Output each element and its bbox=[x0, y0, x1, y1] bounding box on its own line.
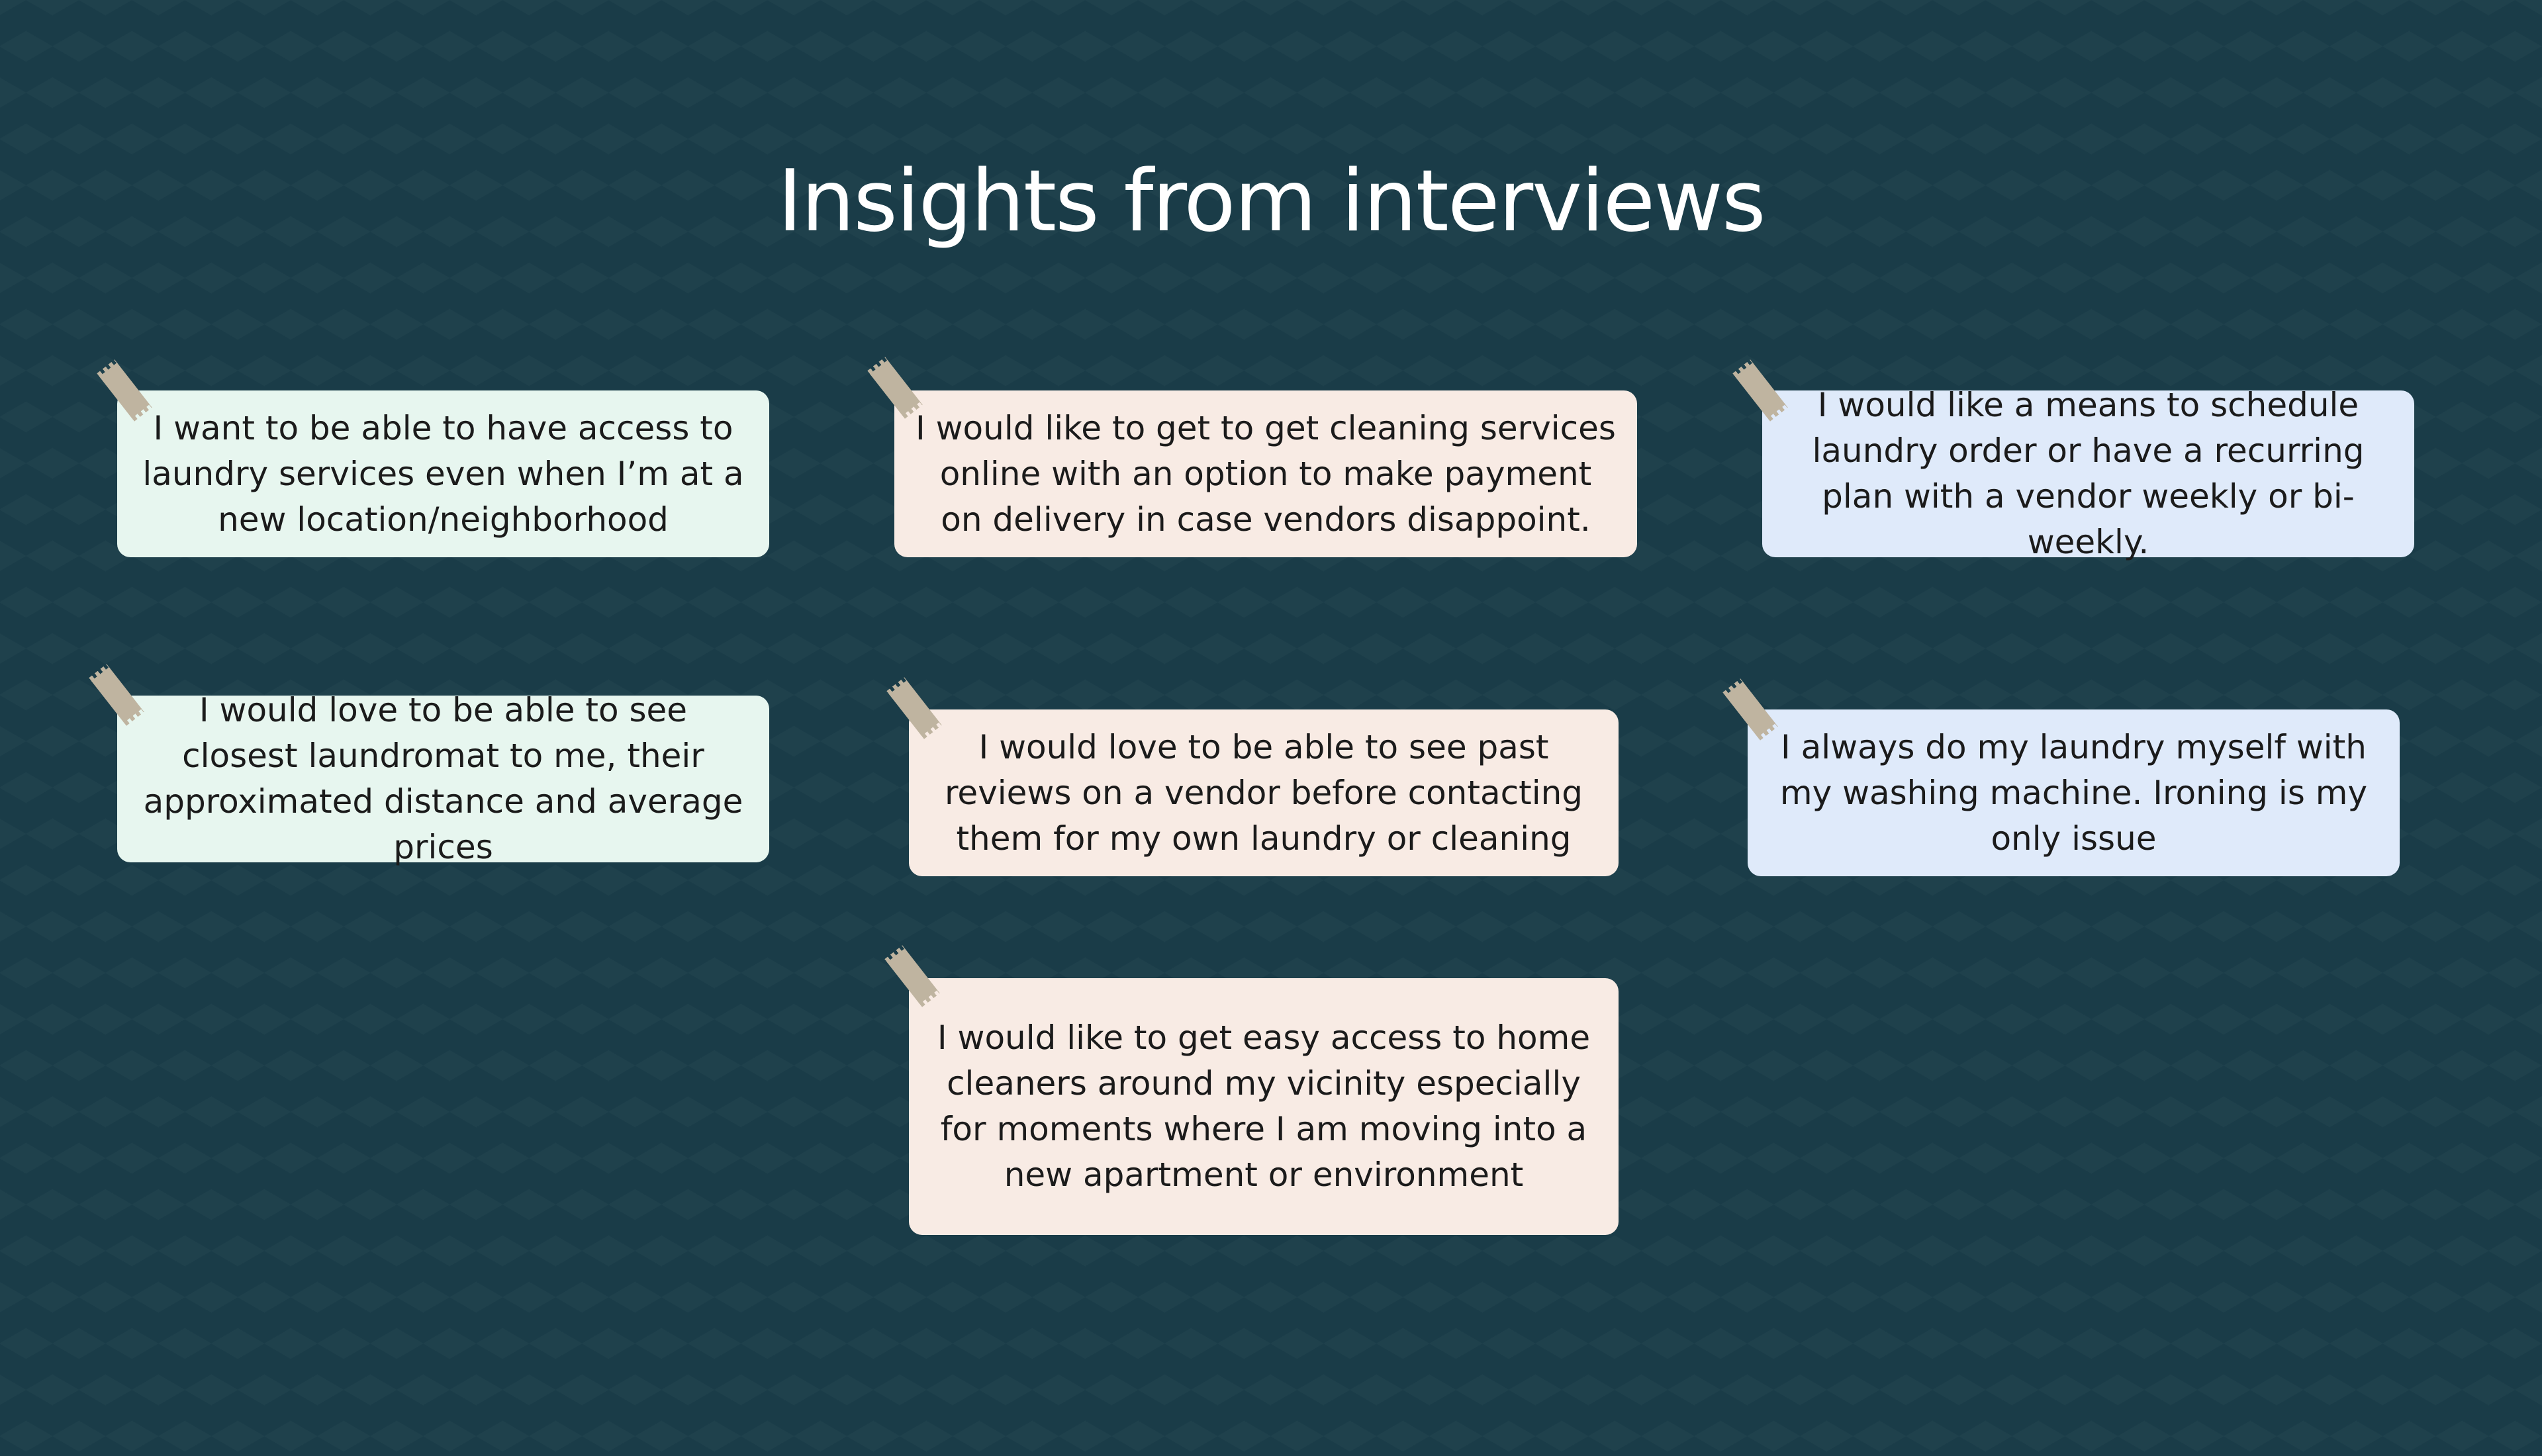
insight-note-text: I want to be able to have access to laun… bbox=[142, 408, 744, 539]
insight-note-text: I would love to be able to see closest l… bbox=[143, 691, 743, 866]
insight-note-laundry-access: I want to be able to have access to laun… bbox=[117, 390, 769, 557]
insight-note-text: I always do my laundry myself with my wa… bbox=[1779, 727, 2368, 858]
insight-note-online-payment: I would like to get to get cleaning serv… bbox=[894, 390, 1637, 557]
insight-note-text: I would love to be able to see past revi… bbox=[944, 727, 1583, 858]
insight-note-home-cleaners: I would like to get easy access to home … bbox=[909, 978, 1619, 1235]
insight-note-text: I would like to get easy access to home … bbox=[937, 1019, 1591, 1194]
insight-note-closest-laundromat: I would love to be able to see closest l… bbox=[117, 691, 769, 866]
insight-note-ironing: I always do my laundry myself with my wa… bbox=[1748, 709, 2400, 876]
insight-note-schedule: I would like a means to schedule laundry… bbox=[1762, 386, 2414, 561]
tape-icon bbox=[91, 667, 142, 723]
page-title: Insights from interviews bbox=[777, 152, 1765, 251]
insight-note-text: I would like a means to schedule laundry… bbox=[1812, 386, 2365, 561]
insight-note-vendor-reviews: I would love to be able to see past revi… bbox=[909, 709, 1619, 876]
insight-note-text: I would like to get to get cleaning serv… bbox=[916, 408, 1616, 539]
